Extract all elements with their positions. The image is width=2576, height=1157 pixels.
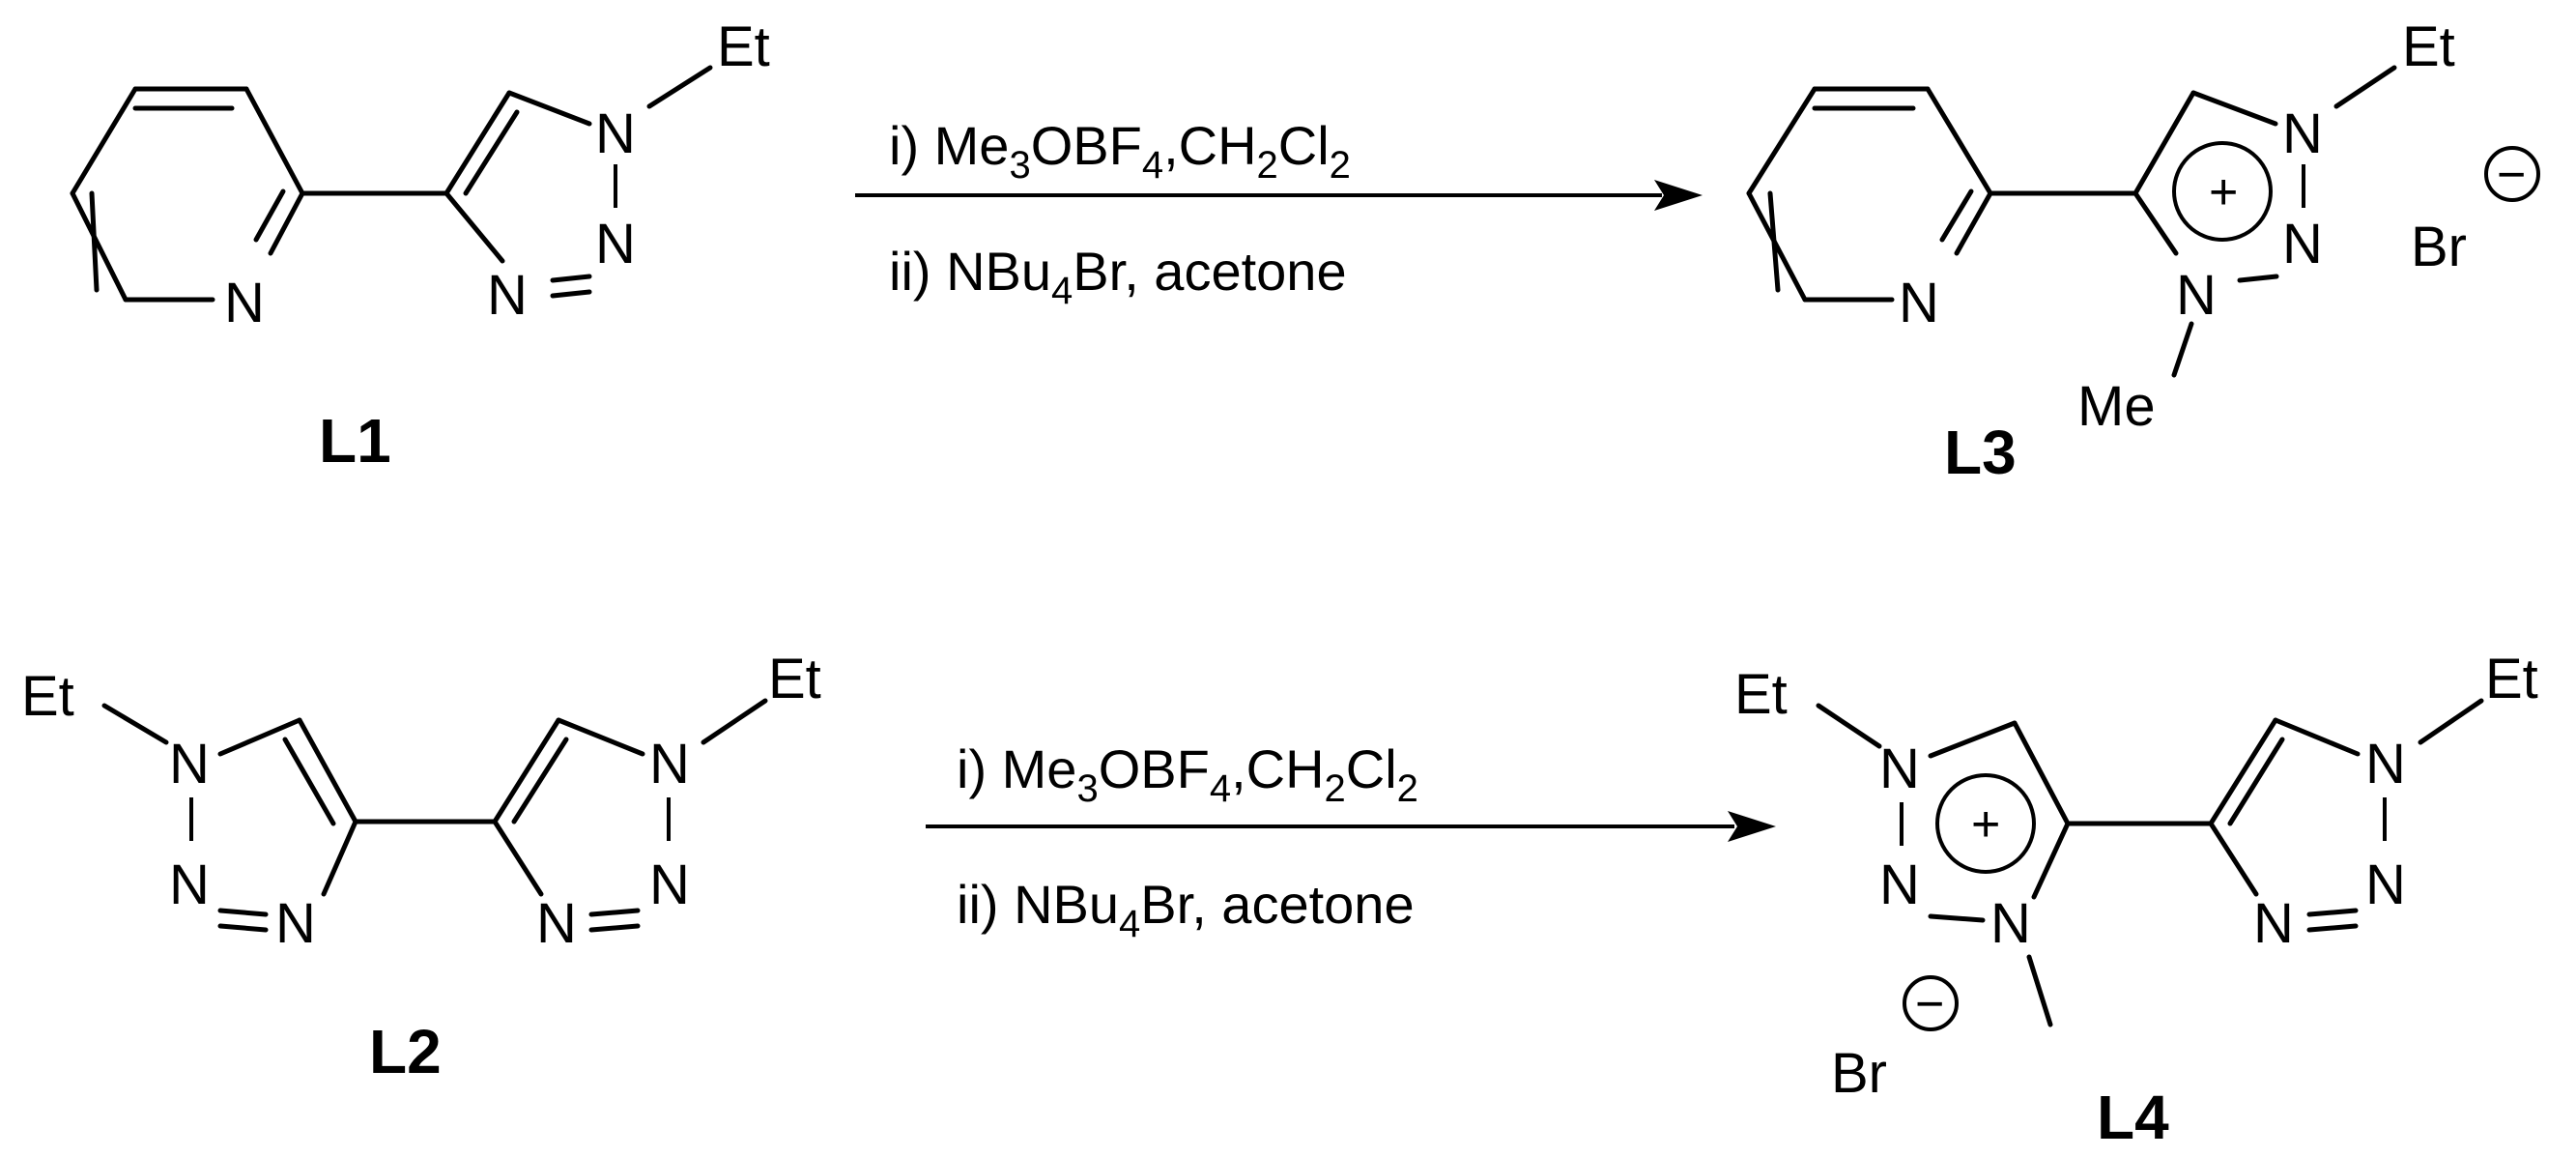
l4-ethyl-left: Et: [1734, 663, 1788, 726]
r2-condition-step2: ii) NBu4Br, acetone: [957, 874, 1415, 945]
l1-ethyl: Et: [717, 15, 770, 78]
r1-condition-step1: i) Me3OBF4,CH2Cl2: [889, 115, 1351, 187]
l2-ethyl-left: Et: [21, 665, 74, 728]
l4-label: L4: [2097, 1083, 2169, 1152]
l2-label: L2: [369, 1017, 442, 1086]
l3-triazole-n2: N: [2282, 213, 2323, 275]
l3-triazole-n3: N: [2176, 264, 2217, 327]
l4-bromide-charge: −: [1915, 976, 1944, 1032]
l3-pyridine-ring: [1746, 86, 1993, 303]
l4-left-n1: N: [1879, 738, 1920, 800]
l2-right-n1: N: [649, 733, 690, 795]
l1-triazole-n1: N: [595, 102, 636, 165]
r1-reaction-arrow: [855, 180, 1703, 211]
l2-ethyl-right: Et: [768, 648, 821, 710]
l3-label: L3: [1944, 418, 2017, 487]
l1-label: L1: [319, 406, 391, 476]
l3-bromide-charge: −: [2497, 147, 2526, 203]
l4-right-n3: N: [2253, 892, 2294, 955]
l3-triazole-n1: N: [2282, 102, 2323, 165]
l1-triazole-n3: N: [487, 264, 528, 327]
l3-ring-plus: +: [2209, 164, 2238, 220]
l1-pyridine-ring: [70, 86, 305, 303]
l1-pyridine-n: N: [224, 272, 265, 334]
l4-right-triazole-ring: [2208, 717, 2387, 933]
l2-right-triazole-ring: [492, 717, 671, 933]
l3-methyl: Me: [2077, 375, 2156, 438]
l3-bromide: Br: [2411, 216, 2467, 278]
l2-left-n3: N: [275, 892, 316, 955]
l2-left-n1: N: [169, 733, 210, 795]
l3-ethyl: Et: [2402, 15, 2455, 78]
l1-triazole-ring: [444, 90, 617, 299]
l4-ethyl-right: Et: [2485, 648, 2538, 710]
l4-left-triazolium-ring: [1900, 720, 2071, 923]
l3-pyridine-n: N: [1899, 272, 1939, 334]
l4-right-n2: N: [2365, 853, 2406, 916]
l2-left-n2: N: [169, 853, 210, 916]
l2-right-n2: N: [649, 853, 690, 916]
l4-left-n3: N: [1990, 892, 2031, 955]
l3-triazolium-ring: [2132, 90, 2305, 283]
r2-condition-step1: i) Me3OBF4,CH2Cl2: [957, 738, 1418, 810]
l1-triazole-n2: N: [595, 213, 636, 275]
l4-ring-plus: +: [1971, 796, 2000, 853]
r1-condition-step2: ii) NBu4Br, acetone: [889, 241, 1347, 312]
l4-bromide: Br: [1831, 1042, 1887, 1105]
r2-reaction-arrow: [926, 811, 1776, 842]
l2-right-n3: N: [536, 892, 577, 955]
l4-left-n2: N: [1879, 853, 1920, 916]
l2-left-triazole-ring: [189, 717, 358, 933]
l4-right-n1: N: [2365, 733, 2406, 795]
